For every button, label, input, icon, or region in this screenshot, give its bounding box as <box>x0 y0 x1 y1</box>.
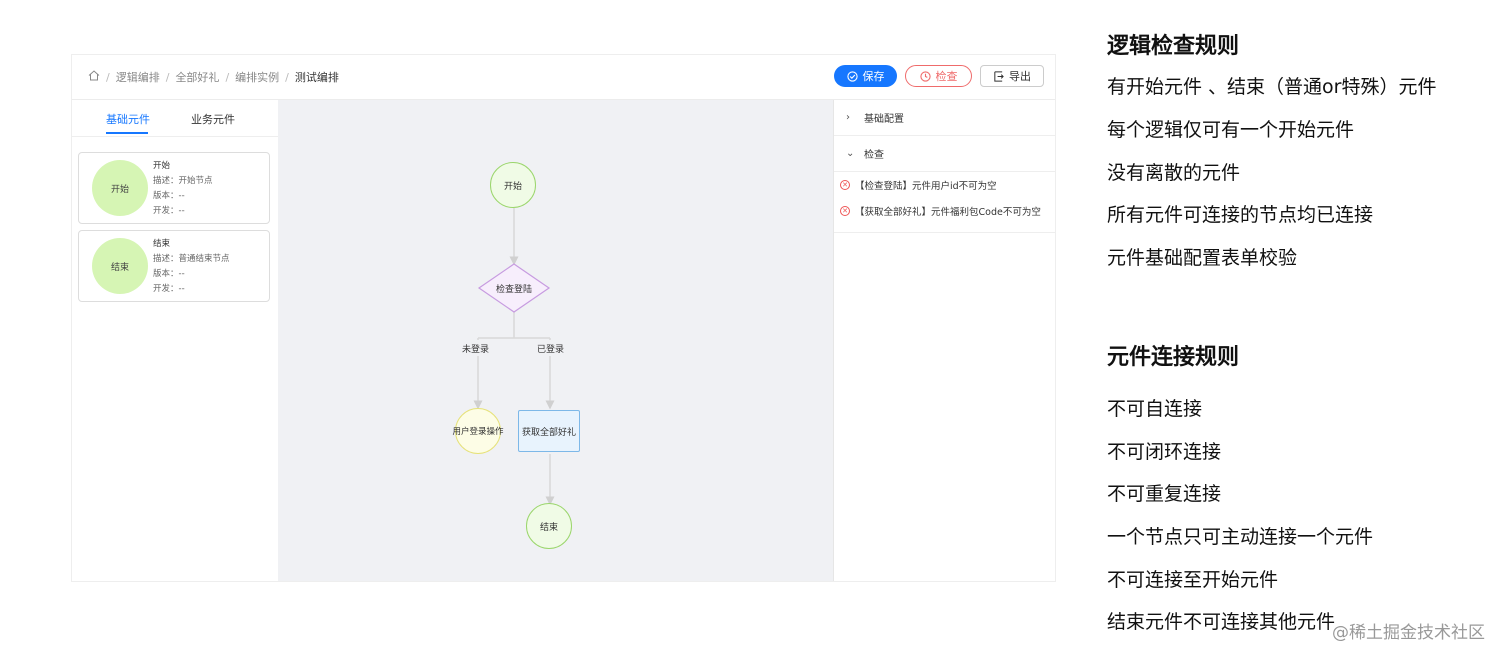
tab-business-components[interactable]: 业务元件 <box>191 113 235 126</box>
export-icon <box>994 70 1004 82</box>
logic-rule-item: 元件基础配置表单校验 <box>1107 247 1298 269</box>
cover-rect <box>428 340 480 356</box>
connect-rule-item: 一个节点只可主动连接一个元件 <box>1107 526 1374 548</box>
chevron-down-icon: ⌄ <box>846 148 855 159</box>
check-login-node[interactable]: 检查登陆 <box>495 285 532 295</box>
logic-rules-title: 逻辑检查规则 <box>1107 34 1240 59</box>
check-button[interactable]: 检查 <box>905 65 972 87</box>
error-text: 【获取全部好礼】元件福利包Code不可为空 <box>855 207 1041 218</box>
logic-rule-item: 每个逻辑仅可有一个开始元件 <box>1107 119 1355 141</box>
flow-edges <box>428 208 568 506</box>
cover-rect <box>536 340 568 356</box>
start-node[interactable]: 开始 <box>490 162 536 208</box>
branch-label-logged-in: 已登录 <box>537 345 565 355</box>
divider <box>834 224 1055 233</box>
check-circle-icon <box>846 70 858 82</box>
chevron-right-icon: › <box>846 112 850 123</box>
check-label: 检查 <box>935 70 958 83</box>
connect-rule-item: 不可连接至开始元件 <box>1107 569 1279 591</box>
logic-rule-item: 所有元件可连接的节点均已连接 <box>1107 204 1374 226</box>
property-panel: › 基础配置 ⌄ 检查 ✕ 【检查登陆】元件用户id不可为空 ✕ 【获取全部好礼… <box>833 100 1055 581</box>
basic-config-label: 基础配置 <box>864 114 904 125</box>
connect-rules-title: 元件连接规则 <box>1107 345 1240 370</box>
save-label: 保存 <box>862 70 885 83</box>
error-text: 【检查登陆】元件用户id不可为空 <box>855 181 997 192</box>
error-item[interactable]: ✕ 【检查登陆】元件用户id不可为空 <box>834 172 1055 198</box>
component-library: 基础元件 业务元件 开始 开始 描述：开始节点 版本：-- 开发：-- 结束 结… <box>72 100 279 581</box>
component-version: 版本：-- <box>153 269 185 279</box>
breadcrumb-item[interactable]: 全部好礼 <box>175 71 220 84</box>
check-section[interactable]: ⌄ 检查 <box>834 136 1055 172</box>
get-all-gifts-node[interactable]: 获取全部好礼 <box>518 410 580 452</box>
component-info: 结束 描述：普通结束节点 版本：-- 开发：-- <box>153 237 230 297</box>
component-version: 版本：-- <box>153 191 185 201</box>
logic-rule-item: 有开始元件 、结束（普通or特殊）元件 <box>1107 76 1437 98</box>
connect-rule-item: 不可重复连接 <box>1107 483 1222 505</box>
export-button[interactable]: 导出 <box>980 65 1044 87</box>
export-label: 导出 <box>1009 70 1031 83</box>
decision-node-shape <box>477 263 551 313</box>
component-circle: 开始 <box>92 160 148 216</box>
breadcrumb-item[interactable]: 编排实例 <box>235 71 280 84</box>
logic-rule-item: 没有离散的元件 <box>1107 162 1241 184</box>
breadcrumb-item[interactable]: 逻辑编排 <box>115 71 160 84</box>
tab-basic-components[interactable]: 基础元件 <box>106 113 150 126</box>
component-name: 结束 <box>153 239 171 249</box>
watermark: @稀土掘金技术社区 <box>1332 623 1485 643</box>
active-tab-indicator <box>106 132 148 134</box>
connect-rule-item: 不可闭环连接 <box>1107 441 1222 463</box>
component-dev: 开发：-- <box>153 206 185 216</box>
breadcrumb: / 逻辑编排 / 全部好礼 / 编排实例 / 测试编排 <box>88 69 339 85</box>
library-tabs: 基础元件 业务元件 <box>72 100 278 137</box>
save-button[interactable]: 保存 <box>834 65 897 87</box>
connect-rule-item: 不可自连接 <box>1107 398 1203 420</box>
connect-rule-item: 结束元件不可连接其他元件 <box>1107 611 1336 633</box>
component-info: 开始 描述：开始节点 版本：-- 开发：-- <box>153 159 213 219</box>
end-node[interactable]: 结束 <box>526 503 572 549</box>
top-bar: / 逻辑编排 / 全部好礼 / 编排实例 / 测试编排 保存 检查 导出 <box>72 55 1055 100</box>
error-icon: ✕ <box>840 180 850 190</box>
component-circle: 结束 <box>92 238 148 294</box>
clock-icon <box>919 70 931 82</box>
error-icon: ✕ <box>840 206 850 216</box>
user-login-node[interactable]: 用户登录操作 <box>453 408 504 454</box>
error-item[interactable]: ✕ 【获取全部好礼】元件福利包Code不可为空 <box>834 198 1055 224</box>
component-dev: 开发：-- <box>153 284 185 294</box>
basic-config-section[interactable]: › 基础配置 <box>834 100 1055 136</box>
component-name: 开始 <box>153 161 171 171</box>
flow-canvas[interactable]: 开始 检查登陆 未登录 已登录 用户登录操作 获取全部好礼 结束 <box>278 100 833 581</box>
branch-label-not-logged-in: 未登录 <box>462 345 490 355</box>
home-icon[interactable] <box>88 70 100 84</box>
component-desc: 描述：开始节点 <box>153 176 213 186</box>
check-section-label: 检查 <box>864 150 884 161</box>
component-card-start[interactable]: 开始 开始 描述：开始节点 版本：-- 开发：-- <box>78 152 270 224</box>
editor-window: / 逻辑编排 / 全部好礼 / 编排实例 / 测试编排 保存 检查 导出 基础元… <box>72 55 1055 581</box>
breadcrumb-current: 测试编排 <box>294 71 339 84</box>
component-card-end[interactable]: 结束 结束 描述：普通结束节点 版本：-- 开发：-- <box>78 230 270 302</box>
component-desc: 描述：普通结束节点 <box>153 254 230 264</box>
